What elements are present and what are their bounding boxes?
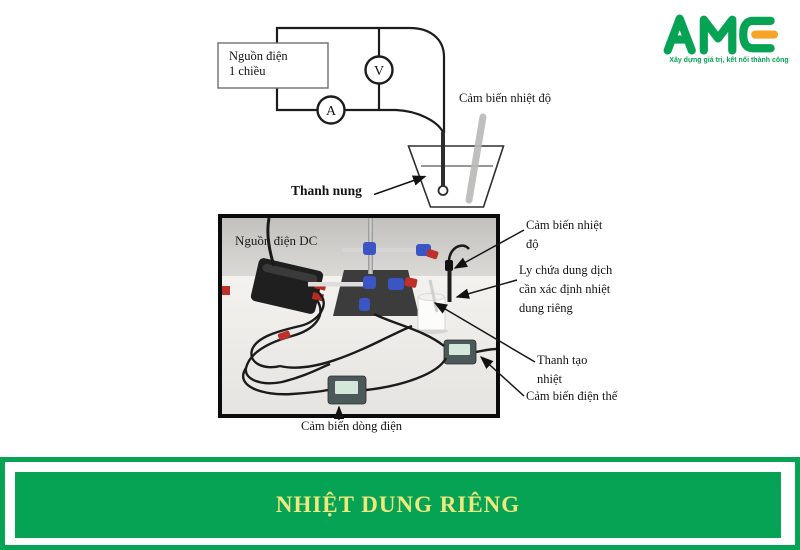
label-heater: Thanh tạo nhiệt [537, 353, 588, 386]
circuit-diagram: Nguồn điện 1 chiều V A [217, 26, 505, 208]
ammeter-circle [316, 95, 346, 125]
logo-letter-e [739, 16, 775, 53]
heating-rod-bulb [437, 185, 449, 196]
voltage-sensor-box [443, 339, 477, 365]
clamps [359, 242, 439, 311]
logo-letter-m [699, 15, 737, 55]
logo-tagline: Xây dựng giá trị, kết nối thành công [669, 57, 789, 64]
dc-source-label-line1: Nguồn điện [229, 49, 288, 63]
banner-title: NHIỆT DUNG RIÊNG [275, 492, 521, 517]
banner: NHIỆT DUNG RIÊNG [15, 472, 781, 538]
label-voltage-sensor: Cảm biến điện thế [526, 389, 618, 403]
temp-sensor-rod [465, 113, 487, 204]
circuit-temp-sensor-label: Cảm biến nhiệt độ [459, 91, 551, 105]
cross-rod-upper [342, 248, 430, 252]
logo-letter-a [663, 14, 696, 55]
dc-source-box [217, 42, 329, 89]
cross-rod-lower [308, 282, 374, 287]
experiment-photo: Nguồn điện DC [218, 214, 500, 418]
experiment-photo-art: Nguồn điện DC [222, 218, 496, 414]
cup-rim [418, 293, 445, 301]
label-current-sensor: Cảm biến dòng điện [301, 419, 403, 433]
stand-base [333, 270, 419, 316]
temp-probe [447, 270, 452, 302]
red-clip-left-edge [222, 286, 230, 295]
label-cup: Ly chứa dung dịch cần xác định nhiệt dun… [519, 263, 613, 315]
dc-source-label-line2: 1 chiều [229, 64, 266, 78]
ammeter-label: A [326, 104, 337, 119]
cup [417, 295, 446, 331]
red-clip-wire [277, 330, 291, 341]
wire-top [275, 26, 446, 133]
temp-probe-head [445, 260, 453, 271]
voltmeter-circle [364, 55, 394, 85]
wire-bottom-left [275, 88, 318, 112]
voltmeter-label: V [374, 64, 384, 79]
circuit-heater-label: Thanh nung [291, 183, 362, 198]
photo-dc-source-label: Nguồn điện DC [235, 233, 317, 248]
label-temp-sensor: Cảm biến nhiệt độ [526, 218, 603, 251]
current-sensor-box [327, 375, 367, 405]
beaker [407, 145, 505, 208]
ame-logo-letters [663, 14, 779, 55]
adapter-cable [266, 218, 276, 267]
wire-bottom-right [379, 108, 444, 133]
heater-arrow [373, 175, 427, 196]
ame-logo: AME Xây dựng giá trị, kết nối thành công [660, 12, 798, 64]
